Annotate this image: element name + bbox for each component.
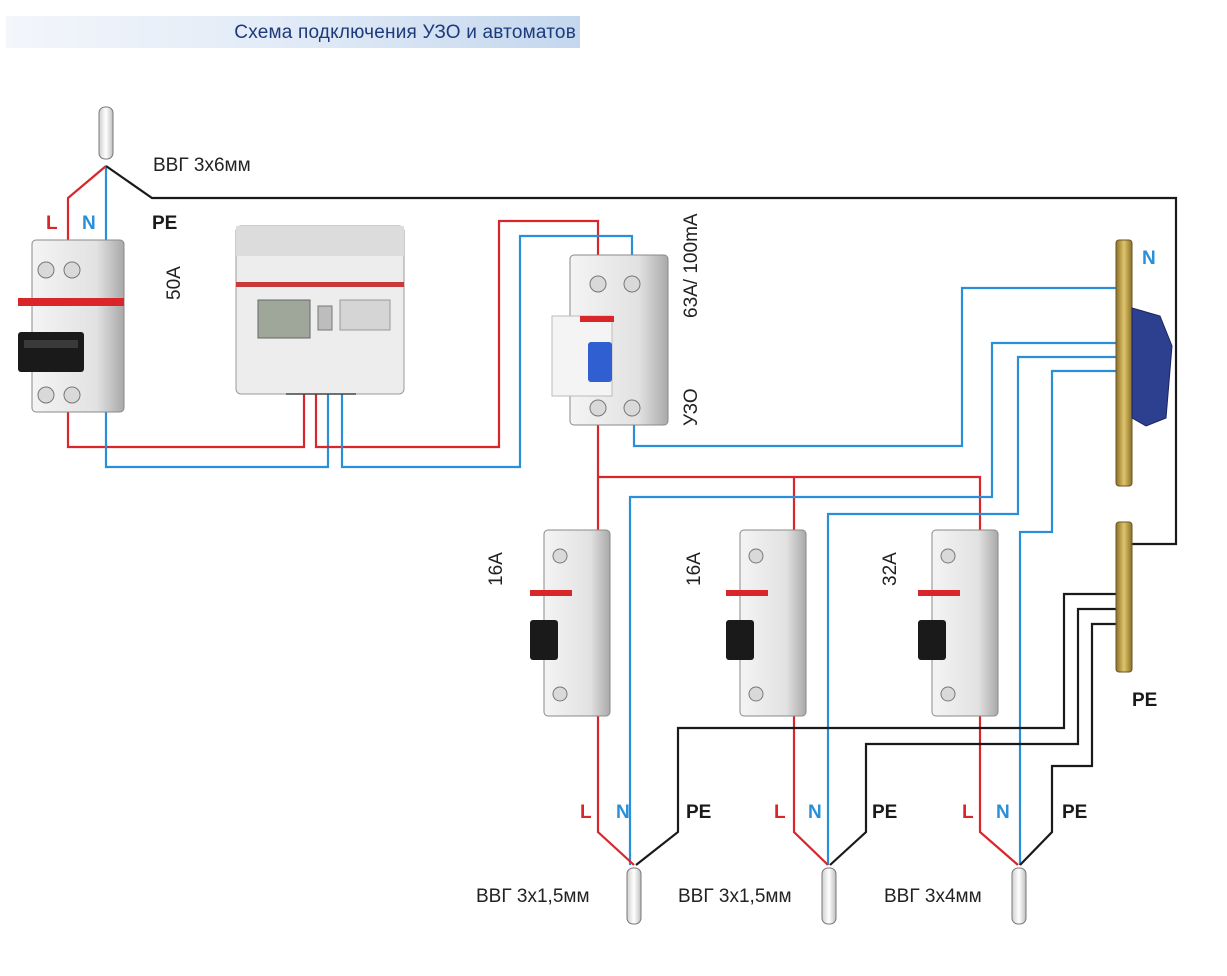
branch-2-rating: 16А [684, 552, 705, 586]
n-bus-bar [1115, 239, 1173, 487]
output-cable-3-label: ВВГ 3х4мм [884, 886, 982, 907]
meter-to-rcd-phase [314, 219, 600, 449]
title-bar: Схема подключения УЗО и автоматов [6, 16, 580, 48]
rcd-toggle [588, 342, 612, 382]
main-breaker [18, 239, 125, 413]
branch1-phase-out [596, 715, 635, 866]
input-earth-wire [105, 165, 1178, 546]
branch3-phase-out [978, 715, 1019, 866]
out2-phase-label: L [774, 802, 786, 823]
pe-bus-bar [1115, 521, 1133, 673]
branch-breaker-3 [918, 529, 999, 717]
rcd-name: УЗО [681, 388, 702, 426]
out2-neutral-label: N [808, 802, 822, 823]
nbus-branch2-neutral [826, 355, 1116, 865]
out2-earth-label: PE [872, 802, 897, 823]
pe-bus-label: PE [1132, 690, 1157, 711]
out3-phase-label: L [962, 802, 974, 823]
output-cable-2 [821, 867, 837, 925]
branch-breaker-2 [726, 529, 807, 717]
output-cable-3 [1011, 867, 1027, 925]
rcd-to-nbus-neutral [632, 286, 1116, 448]
out1-earth-label: PE [686, 802, 711, 823]
rcd-device [551, 254, 669, 426]
energy-meter [235, 225, 405, 395]
main-earth-label: PE [152, 213, 177, 234]
rcd-phase-bus [596, 425, 982, 530]
wires [66, 165, 1178, 866]
meter-to-rcd-neutral [340, 234, 634, 469]
output-cable-1-label: ВВГ 3х1,5мм [476, 886, 590, 907]
main-neutral-label: N [82, 213, 96, 234]
branch-3-rating: 32А [880, 552, 901, 586]
main-breaker-toggle [18, 332, 84, 372]
branch2-phase-out [792, 715, 829, 866]
out3-neutral-label: N [996, 802, 1010, 823]
main-breaker-rating: 50А [164, 266, 185, 300]
n-bus-label: N [1142, 248, 1156, 269]
out1-phase-label: L [580, 802, 592, 823]
pebus-branch3-earth [1019, 622, 1116, 866]
page-title: Схема подключения УЗО и автоматов [234, 22, 576, 43]
nbus-branch3-neutral [1018, 369, 1116, 865]
out1-neutral-label: N [616, 802, 630, 823]
nbus-branch1-neutral [628, 341, 1116, 865]
meter-display [257, 299, 311, 339]
out3-earth-label: PE [1062, 802, 1087, 823]
pebus-branch1-earth [635, 592, 1116, 866]
rcd-rating: 63А/ 100mA [681, 213, 702, 318]
breaker-to-meter-phase [66, 394, 306, 449]
breaker-to-meter-neutral [104, 394, 330, 469]
input-phase-wire [66, 165, 107, 240]
n-bus-holder [1131, 307, 1173, 427]
input-cable: ВВГ 3х6мм [98, 106, 251, 176]
output-cable-2-label: ВВГ 3х1,5мм [678, 886, 792, 907]
main-phase-label: L [46, 213, 58, 234]
branch-1-rating: 16А [486, 552, 507, 586]
input-cable-label: ВВГ 3х6мм [153, 155, 251, 176]
branch-breaker-1 [530, 529, 611, 717]
output-cable-1 [626, 867, 642, 925]
pebus-branch2-earth [829, 607, 1116, 866]
